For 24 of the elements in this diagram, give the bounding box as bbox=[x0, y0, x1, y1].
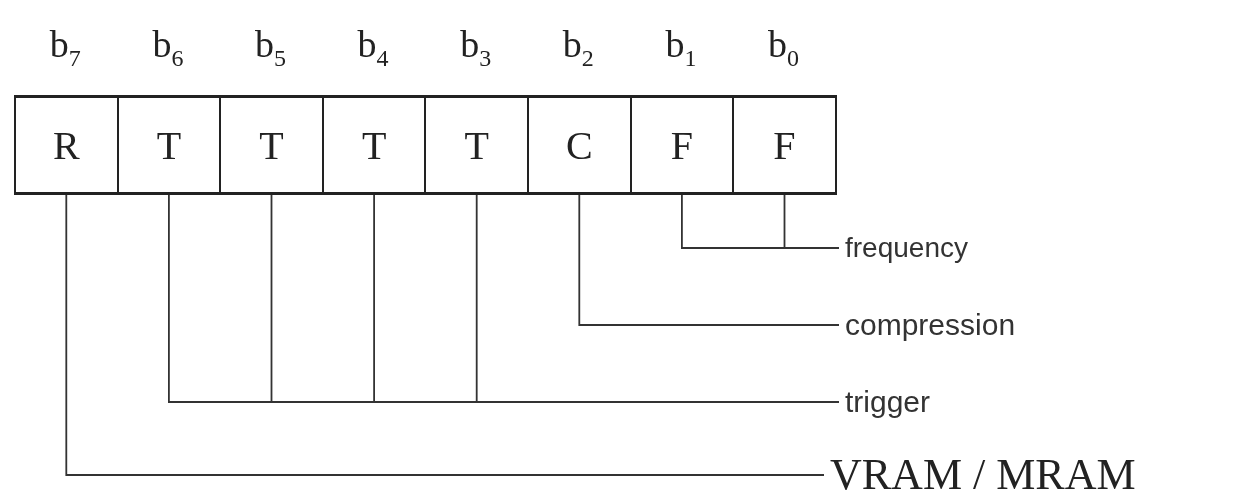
bit-cell: T bbox=[219, 95, 324, 195]
field-label: compression bbox=[845, 310, 1016, 340]
bit-cell: T bbox=[424, 95, 529, 195]
leader-line bbox=[578, 194, 840, 326]
leader-line bbox=[783, 194, 840, 249]
bit-number: b$_{4}$ bbox=[357, 22, 389, 72]
bit-number: b$_{1}$ bbox=[665, 22, 697, 72]
bit-cell: C bbox=[527, 95, 632, 195]
bit-number: b$_{2}$ bbox=[562, 22, 594, 72]
leader-line bbox=[65, 194, 825, 476]
bit-number: b$_{0}$ bbox=[768, 22, 799, 72]
field-label: frequency bbox=[845, 234, 968, 262]
bit-number: b$_{7}$ bbox=[49, 22, 81, 72]
bit-number: b$_{5}$ bbox=[255, 22, 286, 72]
bit-number: b$_{3}$ bbox=[460, 22, 492, 72]
leader-line bbox=[475, 194, 840, 403]
bit-number: b$_{6}$ bbox=[152, 22, 184, 72]
bit-cell: F bbox=[732, 95, 837, 195]
bit-cell: F bbox=[629, 95, 735, 195]
bit-cell: T bbox=[116, 95, 222, 195]
bit-cell: T bbox=[321, 95, 427, 195]
field-label: trigger bbox=[845, 387, 931, 417]
bit-cell: R bbox=[14, 95, 119, 195]
field-label: VRAM / MRAM bbox=[830, 453, 1136, 497]
